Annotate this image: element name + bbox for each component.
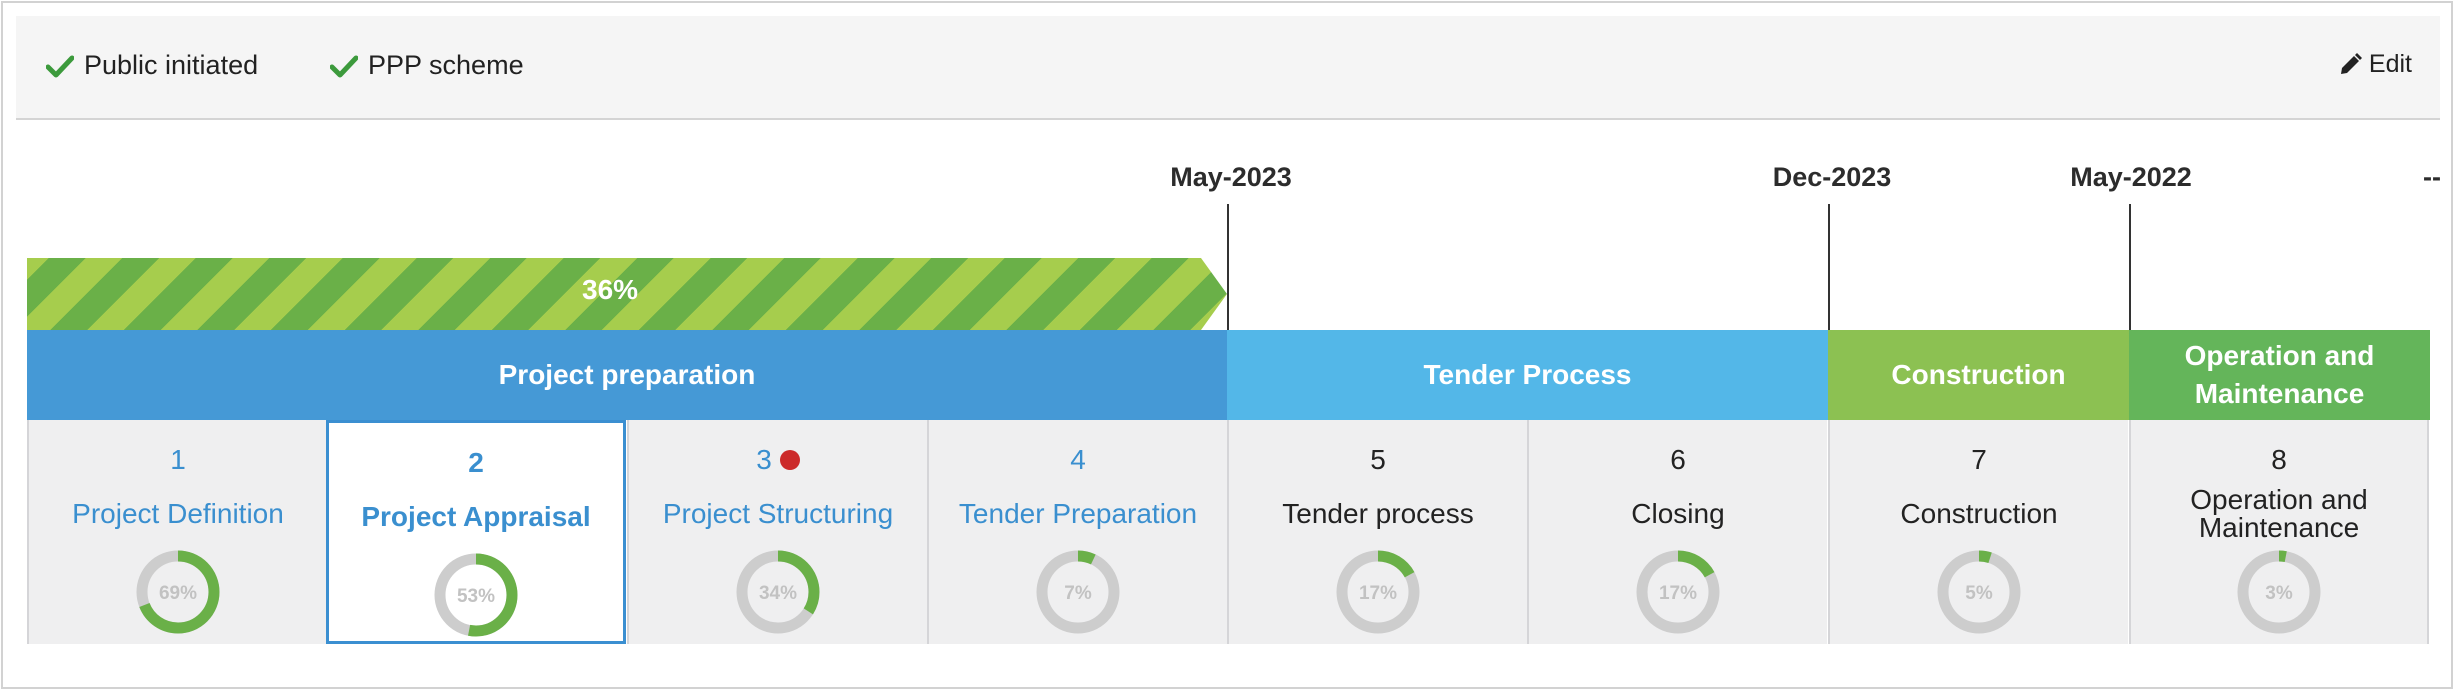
stage-2[interactable]: 2 Project Appraisal 53% (326, 420, 626, 644)
project-flags-bar: Public initiated PPP scheme Edit (16, 16, 2440, 120)
progress-donut: 5% (1937, 550, 2021, 634)
donut-percent-label: 7% (1064, 583, 1092, 604)
phase-label: Operation and Maintenance (2184, 340, 2375, 409)
stage-name: Tender Preparation (958, 498, 1198, 529)
overall-progress-bar (27, 258, 1227, 330)
stage-3[interactable]: 3 Project Structuring 34% (627, 420, 927, 644)
donut-progress-arc (736, 550, 820, 634)
progress-donut: 7% (1036, 550, 1120, 634)
donut-progress-arc (1636, 550, 1720, 634)
alert-dot-icon (779, 450, 800, 470)
date-construction-start: Dec-2023 (1772, 162, 1892, 192)
stage-name: Operation and Maintenance (2131, 486, 2427, 542)
stage-number: 4 (1070, 444, 1086, 475)
donut-progress-arc (2237, 550, 2321, 634)
stage-number: 7 (1971, 444, 1987, 475)
date-marker-line (1227, 204, 1229, 330)
date-tender-start: May-2023 (1170, 162, 1292, 192)
stage-number: 6 (1670, 444, 1686, 475)
stage-5: 5 Tender process 17% (1227, 420, 1527, 644)
stage-number-text: 3 (756, 444, 772, 475)
donut-progress-arc (136, 550, 220, 634)
progress-donut: 34% (736, 550, 820, 634)
stage-name: Closing (1631, 498, 1725, 529)
donut-percent-label: 69% (159, 583, 197, 604)
donut-percent-label: 3% (2265, 583, 2293, 604)
progress-donut: 53% (434, 553, 518, 637)
stage-number: 5 (1370, 444, 1386, 475)
phase-tender-process: Tender Process (1227, 330, 1828, 420)
progress-donut: 3% (2237, 550, 2321, 634)
progress-donut: 17% (1636, 550, 1720, 634)
stage-name: Project Appraisal (361, 501, 591, 532)
donut-percent-label: 17% (1659, 583, 1697, 604)
stage-name-text: Operation and Maintenance (2190, 484, 2368, 543)
date-marker-line (1828, 204, 1830, 330)
flag-label: PPP scheme (368, 50, 524, 80)
donut-progress-arc (1937, 550, 2021, 634)
stage-4[interactable]: 4 Tender Preparation 7% (927, 420, 1227, 644)
phase-construction: Construction (1828, 330, 2129, 420)
donut-percent-label: 53% (457, 586, 495, 607)
donut-percent-label: 5% (1965, 583, 1993, 604)
donut-percent-label: 17% (1359, 583, 1397, 604)
progress-donut: 69% (136, 550, 220, 634)
stage-name: Construction (1900, 498, 2058, 529)
stage-number: 2 (468, 447, 484, 478)
stage-6: 6 Closing 17% (1527, 420, 1827, 644)
check-icon (46, 55, 74, 77)
stage-8: 8 Operation and Maintenance 3% (2129, 420, 2429, 644)
stage-number: 8 (2271, 444, 2287, 475)
donut-progress-arc (434, 553, 518, 637)
stage-name: Project Structuring (662, 498, 894, 529)
edit-button[interactable]: Edit (2337, 50, 2412, 79)
donut-percent-label: 34% (759, 583, 797, 604)
donut-progress-arc (1036, 550, 1120, 634)
edit-label: Edit (2368, 50, 2412, 78)
flag-public-initiated: Public initiated (46, 50, 258, 81)
stage-1[interactable]: 1 Project Definition 69% (27, 420, 327, 644)
donut-progress-arc (1336, 550, 1420, 634)
flag-label: Public initiated (84, 50, 259, 80)
stage-number: 1 (170, 444, 186, 475)
flag-ppp-scheme: PPP scheme (330, 50, 524, 81)
overall-progress-label: 36% (582, 274, 639, 305)
check-icon (330, 55, 358, 77)
date-marker-line (2129, 204, 2131, 330)
stage-name: Project Definition (72, 498, 284, 529)
date-end: -- (2423, 162, 2441, 192)
pencil-icon (2340, 52, 2362, 74)
phase-operation-maintenance: Operation and Maintenance (2129, 330, 2430, 420)
date-operation-start: May-2022 (2070, 162, 2192, 192)
stage-name: Tender process (1282, 498, 1474, 529)
phase-project-preparation: Project preparation (27, 330, 1227, 420)
progress-donut: 17% (1336, 550, 1420, 634)
stage-7: 7 Construction 5% (1828, 420, 2128, 644)
stage-number: 3 (629, 444, 927, 476)
